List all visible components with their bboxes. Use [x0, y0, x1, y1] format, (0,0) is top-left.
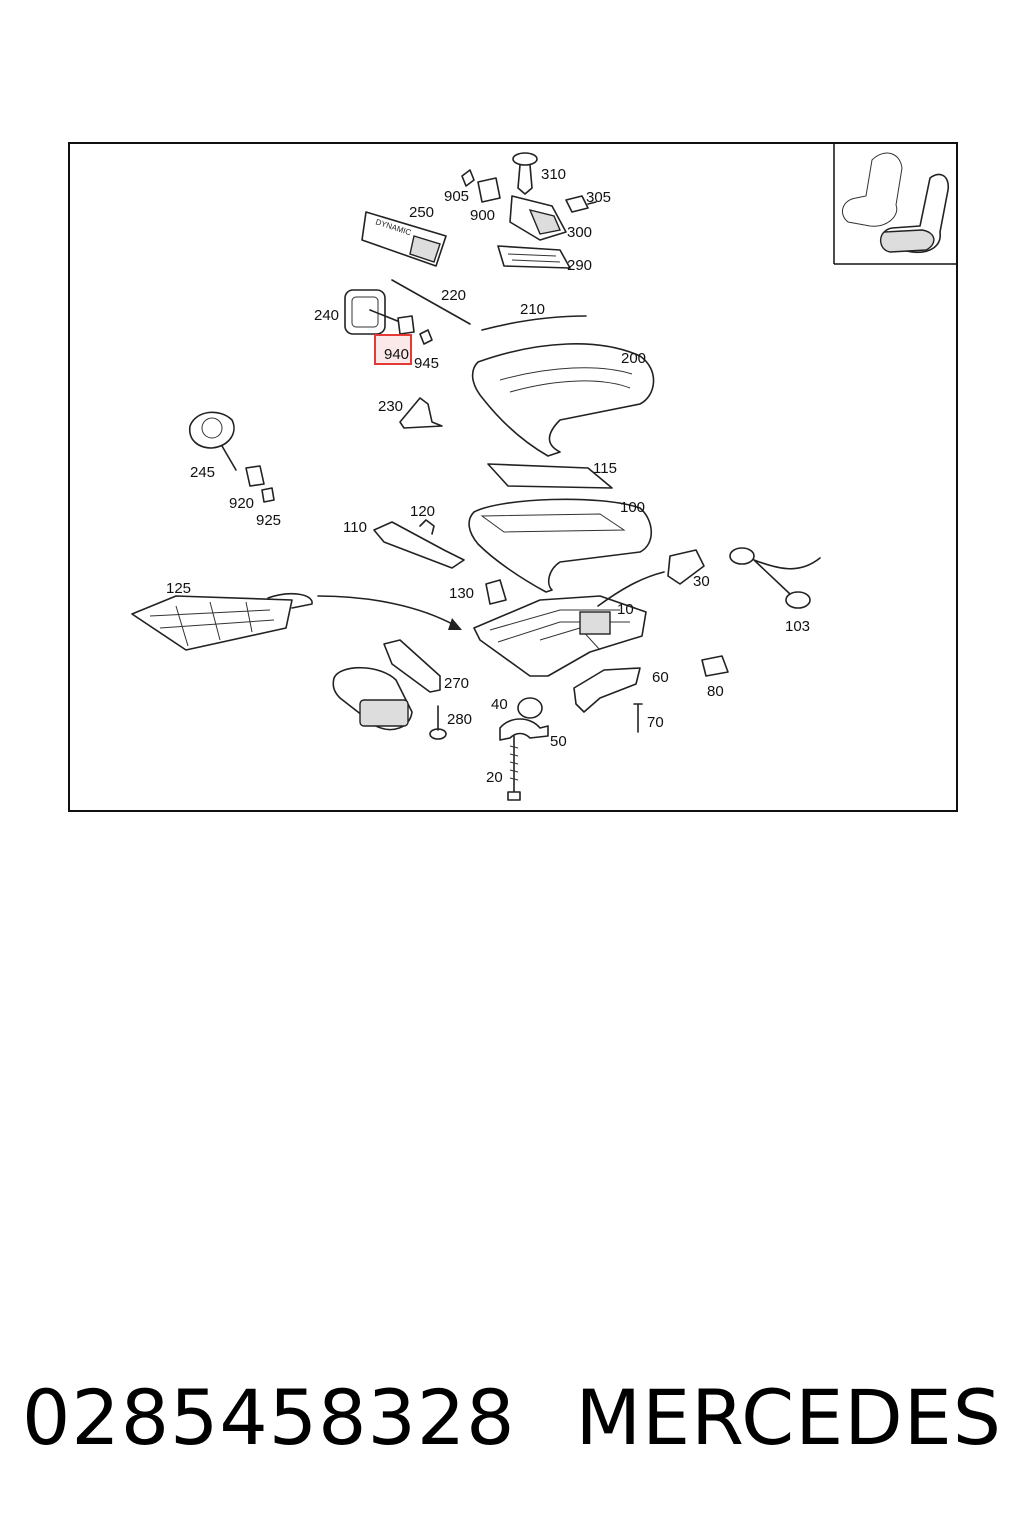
part-number: 0285458328 [22, 1373, 516, 1462]
part-label-940-highlighted: 940 [384, 346, 409, 363]
part-label: 210 [520, 301, 545, 318]
part-240-switch-housing [344, 289, 401, 335]
part-210-cable [481, 315, 587, 331]
part-230-bracket [399, 397, 443, 429]
part-103-sensors [729, 547, 821, 609]
part-70-pin [633, 703, 643, 733]
part-label: 305 [586, 189, 611, 206]
part-label: 220 [441, 287, 466, 304]
part-label: 905 [444, 188, 469, 205]
part-label: 40 [491, 696, 508, 713]
part-130-clip [485, 579, 507, 605]
seat-thumbnail [833, 143, 957, 265]
part-label: 310 [541, 166, 566, 183]
part-motor [332, 667, 413, 731]
part-940-connector [397, 315, 415, 335]
part-label: 920 [229, 495, 254, 512]
part-60-trim [573, 667, 641, 713]
part-label: 100 [620, 499, 645, 516]
part-label: 115 [593, 460, 617, 477]
assembly-arrow [317, 595, 457, 627]
part-905-900-clips [461, 169, 501, 203]
part-100-cushion-foam [468, 498, 653, 593]
part-label: 103 [785, 618, 810, 635]
part-label: 80 [707, 683, 724, 700]
part-label: 230 [378, 398, 403, 415]
part-120-clip [419, 519, 435, 535]
part-label: 250 [409, 204, 434, 221]
diagram-frame [68, 142, 958, 812]
part-300-switch [509, 195, 567, 241]
part-label: 130 [449, 585, 474, 602]
part-115-mat [487, 463, 613, 489]
assembly-arrow-2 [597, 571, 665, 607]
part-270-bracket [383, 639, 441, 693]
part-label: 20 [486, 769, 503, 786]
highlight-box-940 [374, 334, 412, 365]
part-label: 60 [652, 669, 669, 686]
part-label: 945 [414, 355, 439, 372]
part-label: 270 [444, 675, 469, 692]
part-label: 110 [343, 519, 367, 536]
part-label: 125 [166, 580, 191, 597]
part-305-bulb [565, 195, 597, 213]
part-220-cable [391, 279, 471, 325]
part-80-clip [701, 655, 729, 677]
part-label: 120 [410, 503, 435, 520]
brand-name: MERCEDES [575, 1373, 1002, 1462]
part-label: 925 [256, 512, 281, 529]
part-label: 50 [550, 733, 567, 750]
part-label: 200 [621, 350, 646, 367]
part-310-clip [512, 152, 538, 195]
part-label: 30 [693, 573, 710, 590]
footer-caption: 0285458328 MERCEDES [0, 1370, 1024, 1470]
part-label: 10 [617, 601, 634, 618]
part-label: 900 [470, 207, 495, 224]
part-280-screw [429, 705, 447, 740]
part-label: 300 [567, 224, 592, 241]
part-label: 245 [190, 464, 215, 481]
part-200-cushion-cover [471, 343, 655, 457]
part-label: 290 [567, 257, 592, 274]
assembly-arrow-head [448, 618, 462, 630]
part-250-dynamic-panel: DYNAMIC [361, 211, 447, 267]
part-label: 70 [647, 714, 664, 731]
part-10-seat-frame [473, 595, 647, 677]
part-20-bolt [507, 735, 521, 801]
part-40-nut [517, 697, 543, 719]
part-245-knob [188, 411, 237, 471]
part-labels: 310 905 305 900 250 300 290 220 210 240 … [166, 166, 810, 786]
part-290-bracket [497, 245, 571, 269]
part-125-heating-mat [131, 592, 313, 651]
part-30-bracket [667, 549, 705, 585]
part-label: 240 [314, 307, 339, 324]
part-945-pin [419, 329, 433, 345]
part-50-clamp [499, 718, 549, 741]
part-110-side-trim [373, 521, 465, 569]
part-920-925-clips [245, 465, 275, 503]
part-label: 280 [447, 711, 472, 728]
